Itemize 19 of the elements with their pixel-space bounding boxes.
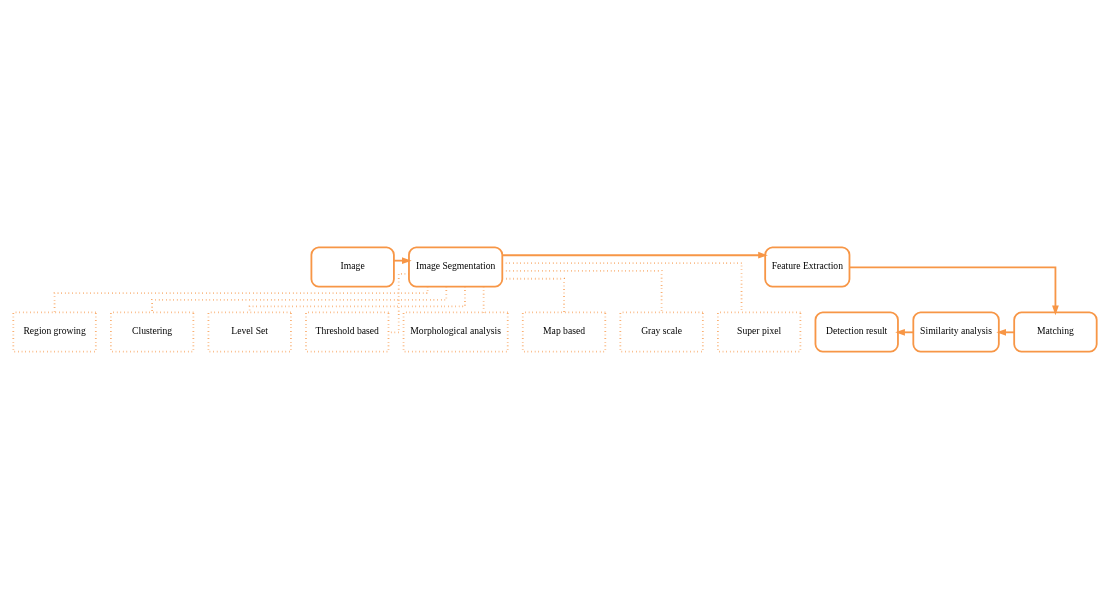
- node-box: Feature Extraction: [764, 246, 851, 287]
- node-box: Matching: [1013, 311, 1098, 352]
- arrow: [393, 256, 412, 264]
- arrow: [501, 251, 768, 259]
- node-box: Gray scale: [619, 311, 704, 352]
- node-box: Morphological analysis: [402, 311, 509, 352]
- node-box: Detection result: [814, 311, 899, 352]
- arrow: [848, 265, 1059, 315]
- arrow: [996, 328, 1015, 336]
- node-box: Super pixel: [717, 311, 802, 352]
- node-box: Map based: [521, 311, 607, 352]
- node-box: Clustering: [109, 311, 195, 352]
- node-box: Region growing: [12, 311, 97, 352]
- arrow: [895, 328, 915, 336]
- node-box: Level Set: [207, 311, 292, 352]
- node-box: Image: [310, 246, 395, 287]
- node-box: Image Segmentation: [408, 246, 504, 287]
- node-box: Similarity analysis: [912, 311, 1000, 352]
- node-box: Threshold based: [305, 311, 390, 352]
